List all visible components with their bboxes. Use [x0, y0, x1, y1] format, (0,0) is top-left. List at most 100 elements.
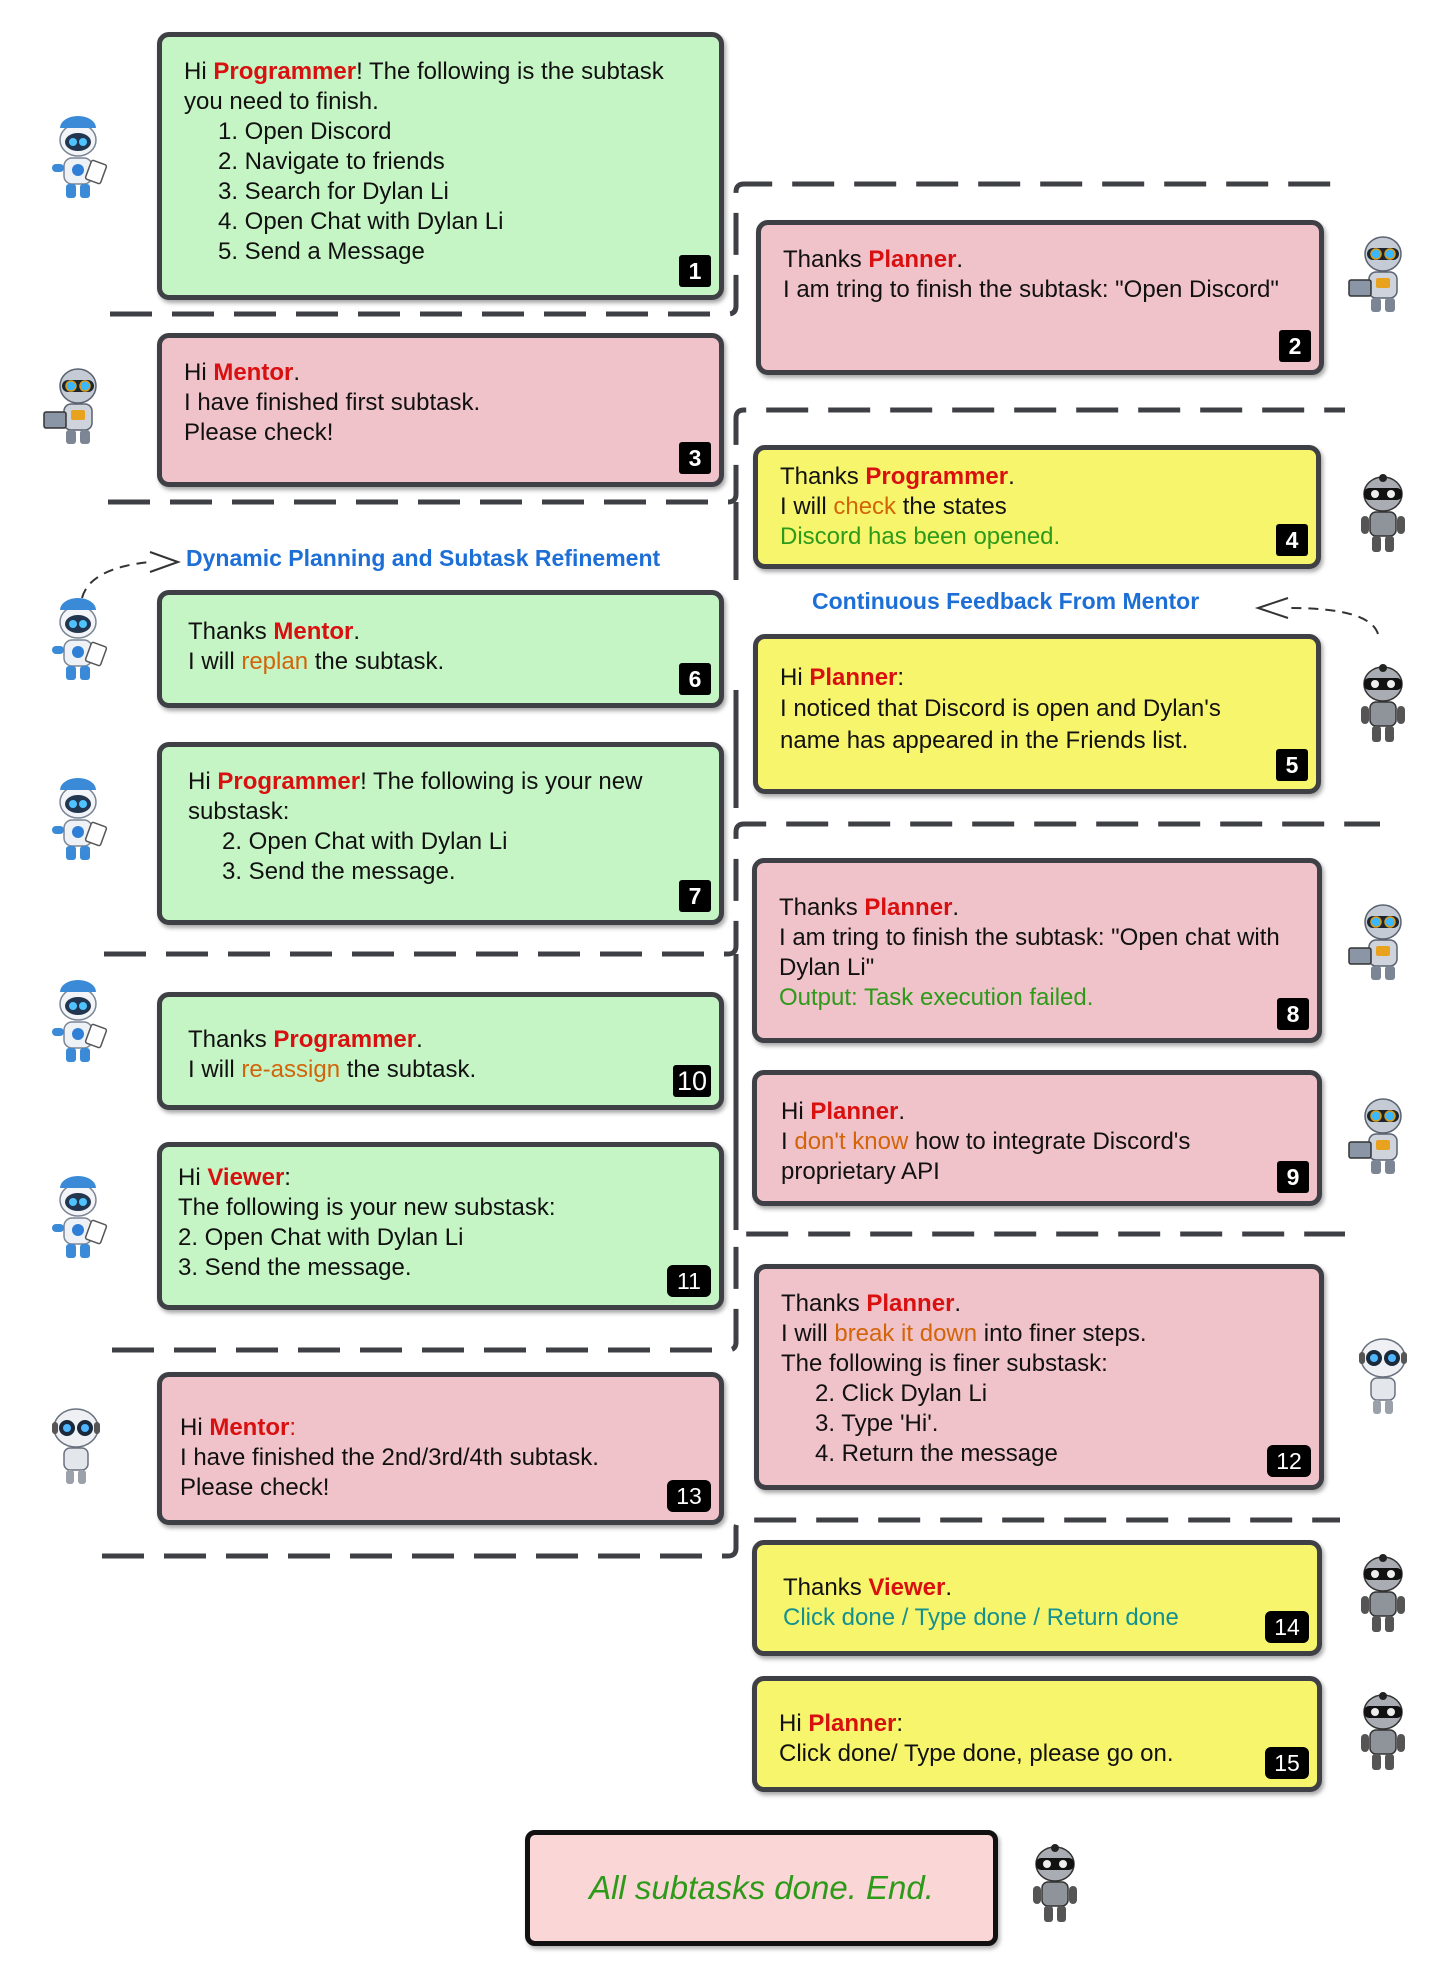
message-text: I noticed that Discord is open and Dylan… [780, 695, 1221, 722]
greeting: Hi [184, 58, 214, 85]
highlight-word: don't know [794, 1128, 909, 1155]
message-15: Hi Planner: Click done/ Type done, pleas… [752, 1676, 1322, 1792]
planner-robot-icon [51, 115, 108, 199]
status-text: Click done / Type done / Return done [783, 1604, 1179, 1631]
suffix: . [954, 1290, 962, 1317]
left-curved-arrow [81, 561, 151, 599]
message-text: ! The following is the subtask [356, 58, 664, 85]
message-text: I [781, 1128, 795, 1155]
highlight-word: check [833, 493, 897, 520]
left-arrow-head [149, 551, 181, 573]
suffix: . [1008, 463, 1015, 490]
status-text: Output: Task execution failed. [779, 984, 1094, 1011]
mentor-robot-icon [1360, 1691, 1406, 1771]
message-13: Hi Mentor: I have finished the 2nd/3rd/4… [157, 1372, 724, 1525]
list-item: 3. Send the message. [222, 858, 456, 885]
dashed-connectors [102, 181, 1380, 1559]
message-text: Please check! [184, 419, 334, 446]
agent-name: Programmer [865, 463, 1009, 490]
suffix: : [289, 1414, 297, 1441]
agent-name: Programmer [217, 768, 361, 795]
programmer-robot-icon [1348, 236, 1402, 313]
message-3: Hi Mentor. I have finished first subtask… [157, 333, 724, 487]
message-7: Hi Programmer! The following is your new… [157, 742, 724, 925]
suffix: : [896, 1710, 904, 1737]
right-curved-arrow [1289, 607, 1379, 635]
step-number: 8 [1277, 998, 1309, 1030]
agent-name: Mentor [213, 359, 294, 386]
highlight-word: replan [241, 648, 309, 675]
planner-robot-icon [51, 1175, 108, 1259]
mentor-robot-icon [1032, 1843, 1078, 1923]
agent-name: Programmer [213, 58, 357, 85]
message-text: I will [188, 648, 242, 675]
agent-name: Mentor [209, 1414, 290, 1441]
agent-name: Planner [810, 1098, 899, 1125]
message-text: name has appeared in the Friends list. [780, 727, 1189, 754]
message-text: the states [896, 493, 1007, 520]
prefix: Hi [178, 1164, 208, 1191]
message-text: I will [188, 1056, 242, 1083]
suffix: . [416, 1026, 423, 1053]
planner-robot-icon [51, 597, 108, 681]
suffix: . [952, 894, 960, 921]
message-text: into finer steps. [977, 1320, 1147, 1347]
message-14: Thanks Viewer. Click done / Type done / … [752, 1540, 1322, 1656]
agent-name: Planner [866, 1290, 955, 1317]
agent-name: Viewer [868, 1574, 946, 1601]
planner-robot-icon [51, 979, 108, 1063]
message-text: you need to finish. [184, 88, 379, 115]
prefix: Thanks [781, 1290, 867, 1317]
list-item: 2. Open Chat with Dylan Li [222, 828, 508, 855]
message-text: substask: [188, 798, 290, 825]
caption-continuous-feedback: Continuous Feedback From Mentor [812, 588, 1200, 614]
programmer-robot-icon [1348, 1098, 1402, 1175]
step-number: 10 [672, 1065, 711, 1097]
prefix: Thanks [779, 894, 865, 921]
message-6: Thanks Mentor. I will replan the subtask… [157, 590, 724, 708]
list-item: 4. Open Chat with Dylan Li [218, 208, 504, 235]
message-5: Hi Planner: I noticed that Discord is op… [753, 634, 1321, 794]
prefix: Thanks [188, 618, 274, 645]
step-number: 12 [1267, 1445, 1311, 1477]
end-text: All subtasks done. End. [589, 1869, 934, 1906]
mentor-robot-icon [1360, 473, 1406, 553]
suffix: . [293, 359, 301, 386]
agent-name: Planner [868, 246, 957, 273]
message-text: the subtask. [308, 648, 445, 675]
list-item: 4. Return the message [815, 1440, 1058, 1467]
agent-name: Planner [808, 1710, 897, 1737]
agent-name: Planner [864, 894, 953, 921]
message-text: Click done/ Type done, please go on. [779, 1740, 1174, 1767]
prefix: Thanks [780, 463, 866, 490]
right-arrow-head [1254, 597, 1289, 619]
caption-dynamic-planning: Dynamic Planning and Subtask Refinement [186, 545, 661, 571]
message-text: how to integrate Discord's [908, 1128, 1191, 1155]
step-number: 5 [1276, 749, 1308, 781]
message-text: 3. Send the message. [178, 1254, 412, 1281]
mentor-robot-icon [1360, 663, 1406, 743]
viewer-robot-icon [51, 1408, 101, 1485]
suffix: . [898, 1098, 906, 1125]
message-12: Thanks Planner. I will break it down int… [754, 1264, 1324, 1490]
prefix: Hi [780, 664, 810, 691]
message-text: I have finished the 2nd/3rd/4th subtask. [180, 1444, 599, 1471]
end-box: All subtasks done. End. [525, 1830, 998, 1946]
step-number: 15 [1265, 1747, 1309, 1779]
message-10: Thanks Programmer. I will re-assign the … [157, 992, 724, 1110]
message-text: The following is finer substask: [781, 1350, 1108, 1377]
prefix: Thanks [188, 1026, 274, 1053]
prefix: Hi [188, 768, 218, 795]
step-number: 7 [679, 880, 711, 912]
message-text: 2. Open Chat with Dylan Li [178, 1224, 464, 1251]
agent-name: Mentor [273, 618, 354, 645]
agent-name: Viewer [207, 1164, 285, 1191]
agent-name: Planner [809, 664, 898, 691]
step-number: 13 [667, 1480, 711, 1512]
highlight-word: break it down [834, 1320, 978, 1347]
message-text: I am tring to finish the subtask: "Open … [779, 924, 1280, 951]
suffix: . [956, 246, 964, 273]
list-item: 2. Click Dylan Li [815, 1380, 988, 1407]
message-4: Thanks Programmer. I will check the stat… [753, 445, 1321, 569]
